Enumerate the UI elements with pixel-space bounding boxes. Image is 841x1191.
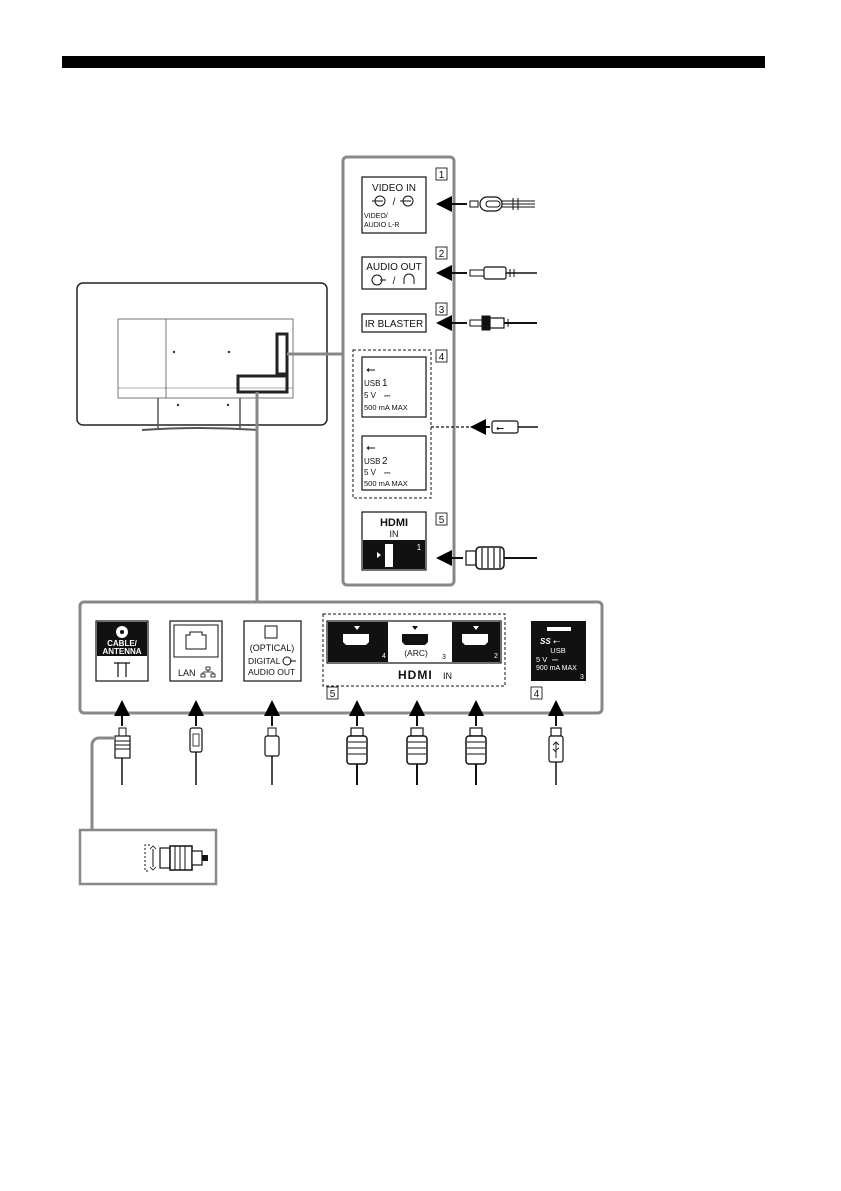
bottom-panel: CABLE/ ANTENNA LAN (OPTICAL) DIGITAL [80,602,602,713]
svg-text:USB: USB [364,457,380,466]
svg-text:500 mA MAX: 500 mA MAX [364,479,408,488]
svg-text:AUDIO L-R: AUDIO L-R [364,222,399,229]
svg-text:(OPTICAL): (OPTICAL) [250,643,295,653]
svg-text:5: 5 [330,689,336,700]
svg-text:2: 2 [494,653,498,660]
svg-text:5: 5 [439,515,445,526]
svg-text:LAN: LAN [178,668,196,678]
svg-text:1: 1 [439,170,445,181]
svg-text:3: 3 [439,305,445,316]
svg-text:(ARC): (ARC) [404,648,428,658]
svg-text:DIGITAL: DIGITAL [248,656,281,666]
svg-text:500 mA MAX: 500 mA MAX [364,403,408,412]
svg-text:VIDEO IN: VIDEO IN [372,183,416,194]
optical-port: (OPTICAL) DIGITAL AUDIO OUT [244,621,301,681]
svg-text:USB: USB [550,646,565,655]
svg-text:3: 3 [442,654,446,661]
svg-text:VIDEO/: VIDEO/ [364,213,388,220]
usb-trident-icon: ⭠ [553,636,560,646]
svg-text:5 V: 5 V [364,391,377,400]
svg-text:1: 1 [417,543,422,552]
bottom-cables [92,704,563,830]
ir-blaster-port: IR BLASTER [362,314,426,332]
cable-antenna-port: CABLE/ ANTENNA [96,621,148,681]
svg-text:⎓: ⎓ [384,391,391,400]
svg-text:/: / [393,197,396,208]
svg-text:USB: USB [364,379,380,388]
svg-text:HDMI: HDMI [380,517,408,529]
svg-text:4: 4 [534,689,540,700]
svg-text:AUDIO OUT: AUDIO OUT [366,262,422,273]
usb1-port: ⭠ USB 1 5 V ⎓ 500 mA MAX [362,357,426,417]
side-panel: 1 2 3 4 5 VIDEO IN / VIDEO/ AUDIO L-R [343,157,454,585]
svg-text:5 V: 5 V [536,655,547,664]
antenna-adapter-inset [80,830,216,884]
usb-trident-icon: ⭠ [366,362,376,376]
svg-text:IN: IN [443,671,452,681]
svg-text:/: / [393,276,396,287]
svg-text:AUDIO OUT: AUDIO OUT [248,667,295,677]
svg-text:3: 3 [580,674,584,681]
svg-text:4: 4 [439,352,445,363]
svg-text:900 mA MAX: 900 mA MAX [536,665,577,672]
svg-text:SS: SS [540,637,551,646]
svg-text:4: 4 [382,653,386,660]
svg-text:⎓: ⎓ [384,468,391,477]
svg-text:2: 2 [439,249,445,260]
svg-text:HDMI: HDMI [398,668,433,682]
audio-out-port: AUDIO OUT / [362,257,426,289]
usb2-port: ⭠ USB 2 5 V ⎓ 500 mA MAX [362,436,426,490]
svg-text:IR BLASTER: IR BLASTER [365,319,423,330]
svg-text:⎓: ⎓ [552,655,559,664]
usb-trident-icon: ⭠ [496,423,504,434]
usb-trident-icon: ⭠ [366,440,376,454]
hdmi1-port: HDMI IN 1 [362,512,426,570]
lan-port: LAN [170,621,222,681]
svg-text:IN: IN [390,529,399,539]
tv-rear-view [77,283,344,602]
svg-text:ANTENNA: ANTENNA [102,647,141,656]
svg-text:1: 1 [382,378,388,389]
svg-text:2: 2 [382,456,388,467]
svg-text:5 V: 5 V [364,468,377,477]
video-in-port: VIDEO IN / VIDEO/ AUDIO L-R [362,177,426,233]
